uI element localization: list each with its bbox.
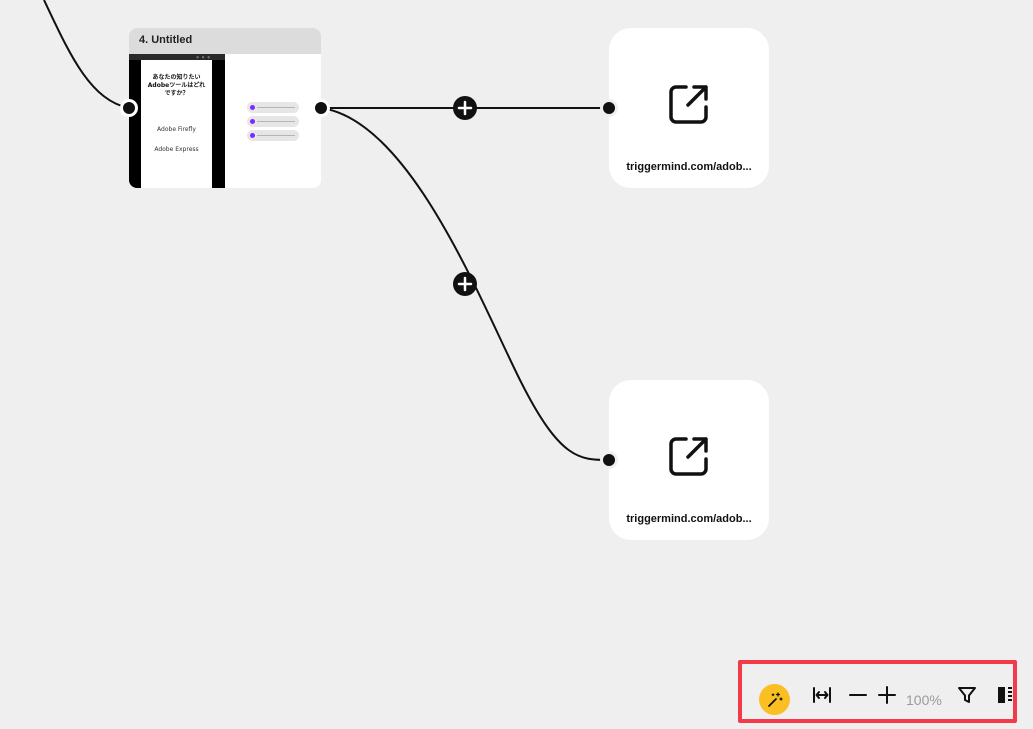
choice-item[interactable] <box>247 116 299 127</box>
magic-wand-icon <box>767 691 783 707</box>
add-step-button-2[interactable] <box>453 272 477 296</box>
panel-button[interactable] <box>997 685 1013 705</box>
thumbnail-top-bar: ● ● ● <box>129 54 225 60</box>
plus-icon <box>878 686 896 704</box>
edge-to-link-2[interactable] <box>320 107 610 461</box>
link-input-port[interactable] <box>600 451 618 469</box>
link-url: triggermind.com/adob... <box>626 513 752 525</box>
magic-wand-button[interactable] <box>759 684 790 715</box>
video-thumbnail: ● ● ● あなたの知りたいAdobeツールはどれですか？ Adobe Fire… <box>129 54 225 188</box>
external-link-icon <box>669 437 708 476</box>
choice-list <box>247 102 299 144</box>
panel-icon <box>998 687 1012 703</box>
video-step-node[interactable]: 4. Untitled ● ● ● あなたの知りたいAdobeツールはどれですか… <box>129 28 321 188</box>
thumbnail-option-1: Adobe Firefly <box>157 126 196 133</box>
choice-item[interactable] <box>247 130 299 141</box>
thumbnail-screen: あなたの知りたいAdobeツールはどれですか？ Adobe Firefly Ad… <box>141 60 212 188</box>
input-port[interactable] <box>120 99 138 117</box>
fit-width-button[interactable] <box>812 685 832 705</box>
thumbnail-question: あなたの知りたいAdobeツールはどれですか？ <box>147 74 206 97</box>
filter-icon <box>958 687 976 703</box>
incoming-edge <box>43 0 130 109</box>
minus-icon <box>849 694 867 696</box>
link-node-2[interactable]: triggermind.com/adob... <box>600 380 769 540</box>
choice-item[interactable] <box>247 102 299 113</box>
link-input-port[interactable] <box>600 99 618 117</box>
filter-button[interactable] <box>957 685 977 705</box>
zoom-in-button[interactable] <box>877 685 897 705</box>
thumbnail-option-2: Adobe Express <box>154 146 199 153</box>
add-step-button-1[interactable] <box>453 96 477 120</box>
output-port[interactable] <box>312 99 330 117</box>
canvas-toolbar: 100% <box>738 660 1017 723</box>
zoom-out-button[interactable] <box>848 685 868 705</box>
link-url: triggermind.com/adob... <box>626 161 752 173</box>
external-link-icon <box>669 85 708 124</box>
node-title: 4. Untitled <box>129 28 321 54</box>
link-node-1[interactable]: triggermind.com/adob... <box>600 28 769 188</box>
fit-width-icon <box>813 687 831 703</box>
zoom-level: 100% <box>906 692 942 708</box>
